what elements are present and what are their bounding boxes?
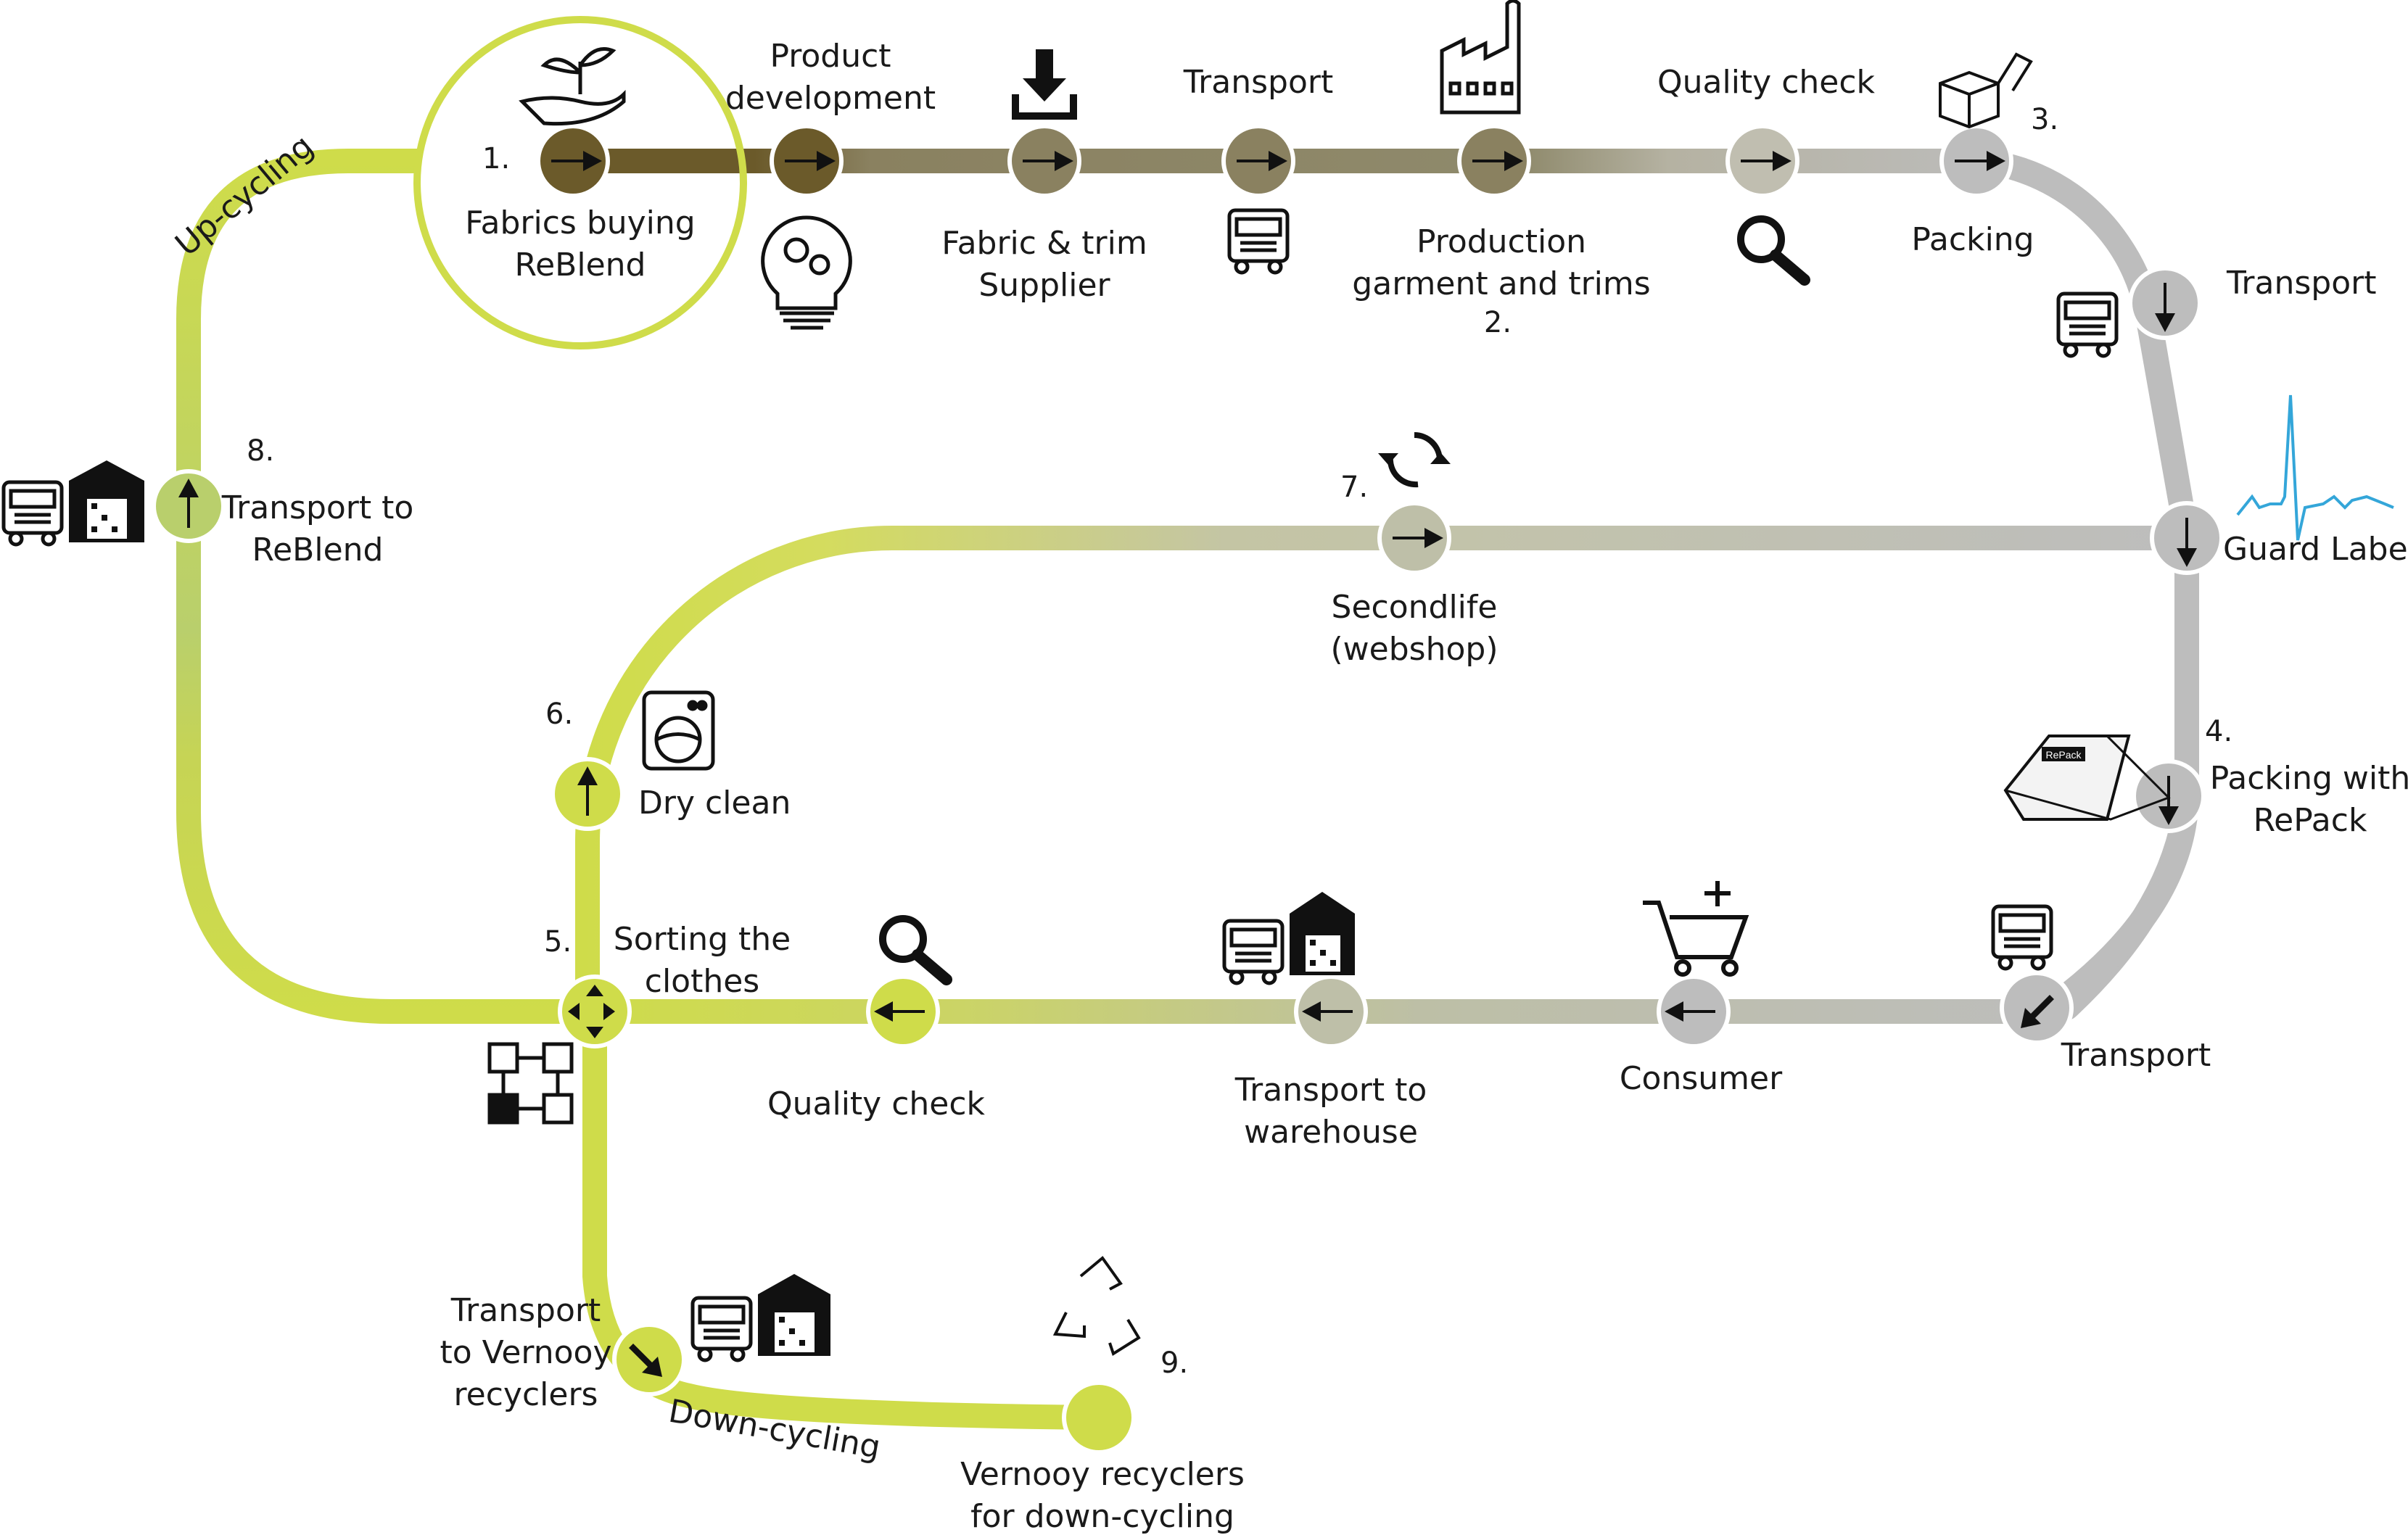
node-transport-right[interactable] bbox=[2128, 266, 2202, 340]
packing-label: Packing bbox=[1911, 221, 2034, 258]
node-fabric-supplier[interactable] bbox=[1007, 124, 1081, 198]
truck-icon bbox=[2056, 291, 2119, 358]
magnifier-icon bbox=[1737, 215, 1810, 286]
product-dev-line2: development bbox=[725, 80, 936, 117]
washing-machine-icon bbox=[642, 690, 715, 771]
track bbox=[176, 149, 2199, 1430]
quality-bottom-label: Quality check bbox=[767, 1085, 986, 1122]
download-icon bbox=[1012, 49, 1077, 120]
guard-label: Guard Label bbox=[2223, 531, 2408, 568]
sorting-line1: Sorting the bbox=[614, 921, 791, 958]
vernooy-transport-line2: to Vernooy bbox=[440, 1334, 612, 1371]
lightbulb-gears-icon bbox=[761, 215, 852, 330]
truck-icon bbox=[1227, 208, 1290, 275]
magnifier-icon bbox=[879, 915, 952, 985]
node-quality-top[interactable] bbox=[1725, 124, 1799, 198]
product-dev-line1: Product bbox=[770, 38, 891, 75]
node-transport-br[interactable] bbox=[2000, 971, 2074, 1045]
node-warehouse[interactable] bbox=[1294, 975, 1368, 1048]
repack-number: 4. bbox=[2205, 715, 2232, 748]
node-transport-reblend[interactable] bbox=[152, 469, 226, 543]
transport-br-label: Transport bbox=[2061, 1037, 2211, 1074]
step1-number: 1. bbox=[482, 142, 510, 175]
nodes bbox=[152, 124, 2224, 1455]
node-downcycle-end[interactable] bbox=[1062, 1381, 1136, 1455]
reblend-line1: Transport to bbox=[221, 489, 414, 526]
repack-bag-text: RePack bbox=[2045, 749, 2082, 761]
secondlife-line1: Secondlife bbox=[1332, 589, 1498, 626]
shopping-cart-icon bbox=[1643, 881, 1749, 977]
warehouse-icon bbox=[69, 460, 144, 542]
warehouse-line2: warehouse bbox=[1244, 1114, 1418, 1151]
node-secondlife[interactable] bbox=[1377, 501, 1451, 575]
dryclean-label: Dry clean bbox=[638, 785, 791, 822]
downcycle-end-number: 9. bbox=[1160, 1346, 1188, 1380]
warehouse-line1: Transport to bbox=[1234, 1072, 1427, 1109]
packing-number: 3. bbox=[2031, 103, 2058, 136]
repack-line1: Packing with bbox=[2210, 760, 2408, 797]
truck-icon bbox=[1991, 904, 2053, 971]
node-guard-label[interactable] bbox=[2150, 501, 2224, 575]
truck-icon bbox=[1, 480, 64, 547]
truck-icon bbox=[690, 1296, 753, 1362]
step1-line1: Fabrics buying bbox=[465, 204, 695, 241]
fabric-supplier-line1: Fabric & trim bbox=[941, 225, 1147, 262]
open-box-icon bbox=[1939, 52, 2033, 129]
transport-right-label: Transport bbox=[2226, 265, 2376, 302]
sorting-line2: clothes bbox=[645, 963, 759, 1000]
node-consumer[interactable] bbox=[1657, 975, 1731, 1048]
vernooy-transport-line1: Transport bbox=[450, 1292, 601, 1329]
production-number: 2. bbox=[1484, 306, 1512, 339]
warehouse-icon bbox=[758, 1274, 830, 1356]
transport-top-label: Transport bbox=[1183, 64, 1333, 101]
secondlife-line2: (webshop) bbox=[1331, 631, 1498, 668]
dryclean-number: 6. bbox=[545, 698, 573, 731]
node-fabrics-buying[interactable] bbox=[536, 124, 610, 198]
secondlife-number: 7. bbox=[1340, 471, 1368, 504]
recycle-icon bbox=[1052, 1256, 1141, 1357]
downcycling-track bbox=[582, 1011, 1096, 1430]
downcycle-end-line2: for down-cycling bbox=[970, 1498, 1234, 1535]
node-product-development[interactable] bbox=[770, 124, 844, 198]
repack-bag-icon: RePack bbox=[2003, 735, 2171, 821]
refresh-icon bbox=[1378, 432, 1451, 488]
network-icon bbox=[487, 1042, 574, 1125]
consumer-label: Consumer bbox=[1620, 1060, 1783, 1097]
heartbeat-icon bbox=[2236, 394, 2394, 541]
upcycling-track bbox=[176, 149, 595, 1024]
plant-in-hand-icon bbox=[519, 47, 626, 126]
reblend-highlight-circle bbox=[413, 16, 747, 349]
node-sorting[interactable] bbox=[558, 975, 632, 1048]
node-vernooy-transport[interactable] bbox=[612, 1323, 686, 1397]
node-packing[interactable] bbox=[1939, 124, 2013, 198]
reblend-number: 8. bbox=[247, 434, 274, 468]
factory-icon bbox=[1440, 0, 1521, 115]
step1-line2: ReBlend bbox=[515, 247, 646, 284]
node-transport-top[interactable] bbox=[1221, 124, 1295, 198]
truck-icon bbox=[1222, 919, 1285, 985]
upcycling-label: Up-cycling bbox=[168, 128, 321, 263]
node-production[interactable] bbox=[1457, 124, 1531, 198]
warehouse-icon bbox=[1290, 892, 1355, 975]
quality-top-label: Quality check bbox=[1657, 64, 1876, 101]
node-dryclean[interactable] bbox=[551, 757, 624, 831]
reblend-line2: ReBlend bbox=[252, 531, 384, 568]
production-line2: garment and trims bbox=[1352, 265, 1650, 302]
production-line1: Production bbox=[1417, 223, 1586, 260]
vernooy-transport-line3: recyclers bbox=[454, 1376, 598, 1413]
fabric-supplier-line2: Supplier bbox=[978, 267, 1110, 304]
sorting-number: 5. bbox=[544, 925, 572, 959]
downcycle-end-line1: Vernooy recyclers bbox=[960, 1456, 1245, 1493]
node-quality-bottom[interactable] bbox=[866, 975, 940, 1048]
repack-line2: RePack bbox=[2254, 802, 2367, 839]
